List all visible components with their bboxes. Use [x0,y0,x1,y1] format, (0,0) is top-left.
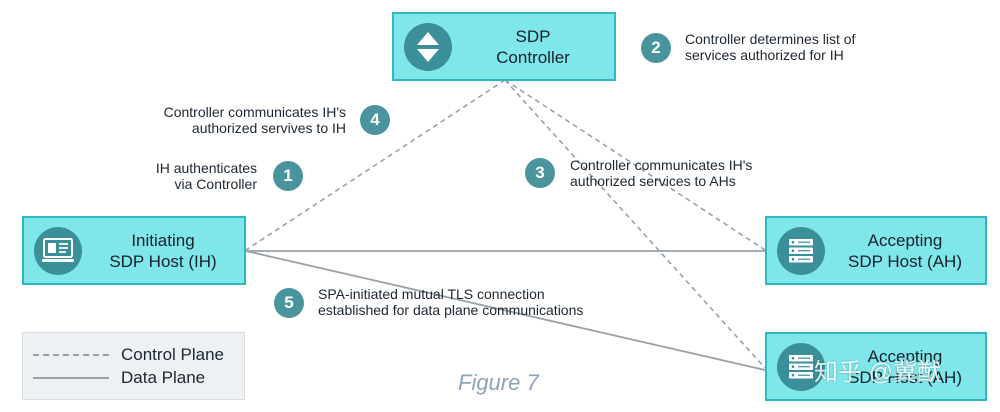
dashed-line-swatch [33,354,109,356]
step-2-line2: services authorized for IH [685,47,844,63]
control-plane-line-controller-to-ah1 [504,79,766,251]
step-5-text: SPA-initiated mutual TLS connection esta… [318,286,583,318]
controller-title-line1: SDP [515,26,551,46]
solid-line-swatch [33,377,109,379]
legend-data-plane-label: Data Plane [121,368,206,387]
step-badge-4: 4 [360,105,390,135]
accepting-host-1-line1: Accepting [867,230,943,250]
initiating-host-box: Initiating SDP Host (IH) [22,216,246,285]
server-icon [777,226,825,275]
step-2-text: Controller determines list of services a… [685,31,855,63]
figure-caption: Figure 7 [458,370,539,395]
controller-label: SDP Controller [452,26,614,68]
step-3-text: Controller communicates IH's authorized … [570,157,752,189]
accepting-host-label-1: Accepting SDP Host (AH) [825,230,985,272]
accepting-host-1-line2: SDP Host (AH) [848,251,962,271]
up-down-arrows-icon [404,22,452,71]
step-1-line1: IH authenticates [155,160,257,176]
step-5-line2: established for data plane communication… [318,302,584,318]
control-plane-line-controller-to-ih [245,79,506,251]
step-4-line1: Controller communicates IH's [163,104,346,120]
monitor-icon [34,226,82,275]
step-3-line1: Controller communicates IH's [570,157,753,173]
step-badge-5: 5 [274,288,304,318]
legend-data-plane: Data Plane [33,368,205,388]
legend: Control Plane Data Plane [22,332,245,400]
step-4-text: Controller communicates IH's authorized … [164,104,346,136]
controller-title-line2: Controller [496,47,570,67]
step-5-line1: SPA-initiated mutual TLS connection [318,286,545,302]
step-3-line2: authorized services to AHs [570,173,736,189]
accepting-host-2-line1: Accepting [867,346,943,366]
initiating-host-line1: Initiating [131,230,195,250]
watermark: 知乎 @冀猷 [814,359,942,386]
accepting-host-label-2: Accepting SDP Host (AH) [825,346,985,388]
control-plane-line-controller-to-ah2 [504,79,766,369]
initiating-host-line2: SDP Host (IH) [109,251,217,271]
step-badge-2: 2 [641,33,671,63]
step-4-line2: authorized servives to IH [191,120,346,136]
data-plane-line-ih-to-ah2 [245,250,766,371]
accepting-host-box-1: Accepting SDP Host (AH) [765,216,987,285]
step-1-text: IH authenticates via Controller [156,160,257,192]
step-1-line2: via Controller [174,176,257,192]
legend-control-plane-label: Control Plane [121,345,225,364]
accepting-host-box-2: Accepting SDP Host (AH) [765,332,987,401]
sdp-controller-box: SDP Controller [392,12,616,81]
step-badge-3: 3 [525,158,555,188]
step-2-line1: Controller determines list of [685,31,856,47]
step-badge-1: 1 [273,161,303,191]
server-icon [777,342,825,391]
accepting-host-2-line2: SDP Host (AH) [848,367,962,387]
initiating-host-label: Initiating SDP Host (IH) [82,230,244,272]
legend-control-plane: Control Plane [33,345,224,365]
